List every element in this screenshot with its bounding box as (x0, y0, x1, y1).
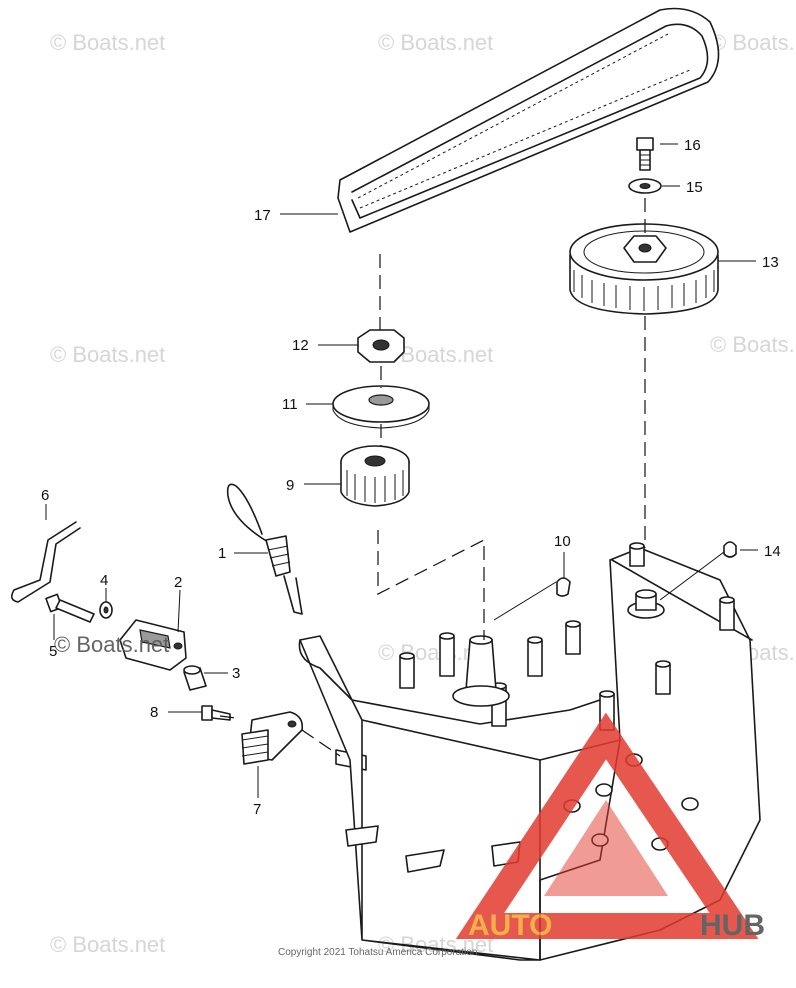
plate-bracket-part (241, 711, 304, 765)
callout-15: 15 (686, 179, 703, 196)
watermark-text: © Boats.net (50, 30, 165, 55)
woodruff-key-part (556, 577, 571, 597)
watermark-text: © Boats.net (710, 30, 796, 55)
callout-8: 8 (150, 704, 158, 721)
callout-5: 5 (49, 643, 57, 660)
small-washer-part (99, 601, 113, 619)
callout-6: 6 (41, 487, 49, 504)
cylinder-block-part (298, 542, 761, 961)
assembly-guide-lines (219, 198, 646, 757)
callout-14: 14 (764, 543, 781, 560)
sensor-wire-part (226, 483, 303, 615)
watermark-text: © Boats.net (710, 332, 796, 357)
watermark-text: © Boats.net (50, 932, 165, 957)
copyright-text: Copyright 2021 Tohatsu America Corporati… (278, 947, 477, 958)
callout-16: 16 (684, 137, 701, 154)
logo-inner-triangle-icon (544, 800, 668, 896)
callout-12: 12 (292, 337, 309, 354)
washer-part (628, 178, 662, 194)
callout-9: 9 (286, 477, 294, 494)
callout-4: 4 (100, 572, 108, 589)
watermark-text: © Boats.net (54, 632, 169, 657)
large-pulley-part (569, 223, 719, 315)
logo-text-hub: HUB (700, 909, 765, 942)
watermark-text: © Boats.net (50, 342, 165, 367)
collar-part (183, 665, 207, 691)
callout-10: 10 (554, 533, 571, 550)
callout-layer: 17 16 15 13 12 11 9 1 10 14 6 4 2 5 3 8 … (41, 137, 781, 818)
callout-13: 13 (762, 254, 779, 271)
callout-17: 17 (254, 207, 271, 224)
leader-lines (45, 143, 758, 798)
callout-1: 1 (218, 545, 226, 562)
logo-triangle-icon (455, 712, 759, 939)
logo-text-auto: AUTO (468, 909, 552, 942)
flat-washer-part (332, 385, 430, 429)
brand-logo: AUTO MOTO HUB (455, 712, 765, 942)
bracket-part (119, 619, 187, 671)
callout-11: 11 (282, 396, 298, 413)
screw-part (45, 593, 95, 623)
watermark-text: © Boats.net (378, 30, 493, 55)
callout-7: 7 (253, 801, 261, 818)
timing-belt-part (337, 7, 720, 233)
small-bolt-part (201, 705, 231, 721)
nut-part (357, 329, 405, 363)
bolt-part (636, 137, 654, 171)
key-part (723, 541, 737, 558)
callout-3: 3 (232, 665, 240, 682)
logo-text-moto: MOTO (574, 909, 663, 942)
small-pulley-part (340, 445, 410, 507)
link-rod-part (10, 521, 81, 603)
callout-2: 2 (174, 574, 182, 591)
